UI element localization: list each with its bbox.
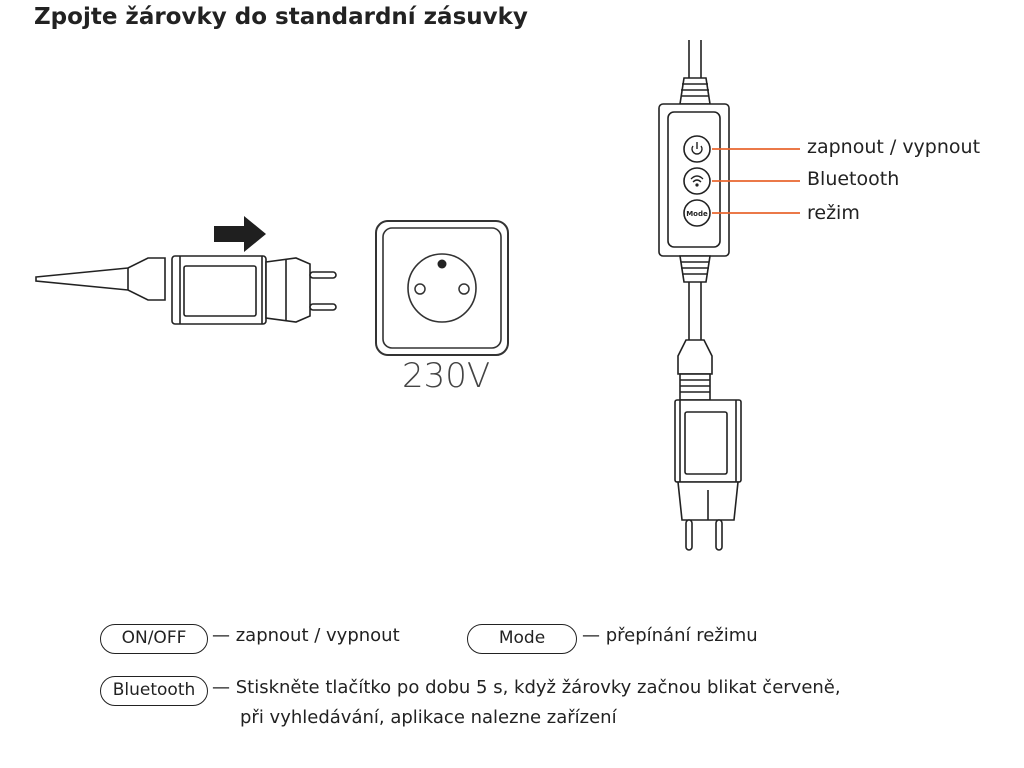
mode-button-icon: Mode [683, 199, 711, 227]
callout-power-label: zapnout / vypnout [807, 136, 981, 158]
page-title: Zpojte žárovky do standardní zásuvky [34, 4, 528, 30]
legend-bluetooth-key: Bluetooth [100, 676, 208, 706]
socket-voltage-label: 230V [402, 356, 491, 396]
bluetooth-button-icon [683, 167, 711, 195]
insert-arrow-icon [214, 216, 266, 252]
legend-mode-key: Mode [467, 624, 577, 654]
controller-illustration [658, 40, 742, 551]
legend-onoff-text: — zapnout / vypnout [212, 625, 400, 646]
legend-bluetooth-text-line1: — Stiskněte tlačítko po dobu 5 s, když ž… [212, 677, 841, 698]
legend-onoff-key: ON/OFF [100, 624, 208, 654]
mode-button-text: Mode [686, 210, 708, 218]
legend-mode-text: — přepínání režimu [582, 625, 758, 646]
wall-socket-illustration [375, 220, 509, 356]
power-button-icon [683, 135, 711, 163]
callout-mode-label: režim [807, 202, 860, 224]
callout-bluetooth-label: Bluetooth [807, 168, 900, 190]
legend-bluetooth-text-line2: při vyhledávání, aplikace nalezne zaříze… [240, 707, 617, 728]
power-plug-illustration [35, 255, 337, 325]
